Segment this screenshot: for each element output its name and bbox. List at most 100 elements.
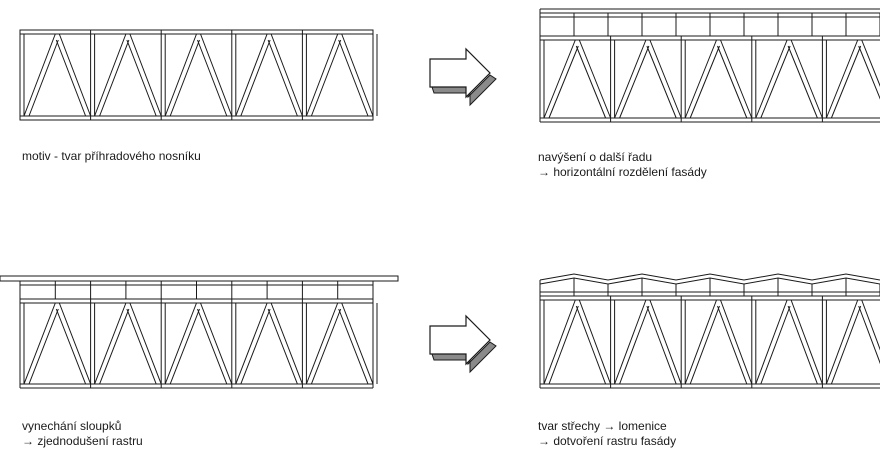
diagonal xyxy=(129,33,162,117)
diagonal-inner xyxy=(575,45,607,119)
truss-motif-drawing xyxy=(19,29,378,121)
diagonal-inner xyxy=(575,305,607,385)
diagonal-inner xyxy=(760,45,791,119)
transform-arrow-1 xyxy=(429,47,497,107)
diagonal-inner xyxy=(310,308,342,385)
diagonal-inner xyxy=(760,305,791,385)
transform-arrow-2 xyxy=(429,314,497,374)
diagonal xyxy=(341,302,374,385)
diagonal xyxy=(543,39,576,119)
diagonal xyxy=(543,299,576,385)
diagonal xyxy=(270,302,303,385)
diagonal xyxy=(23,302,56,385)
diagonal xyxy=(341,33,374,117)
diagonal-inner xyxy=(338,39,369,117)
diagonal-inner xyxy=(646,45,677,119)
diagonal-inner xyxy=(126,39,157,117)
arrow-icon xyxy=(429,314,491,366)
truss-gable-roof-drawing xyxy=(539,273,880,389)
diagonal-inner xyxy=(197,39,228,117)
diagonal-inner xyxy=(619,45,650,119)
roof-slab xyxy=(0,275,399,282)
diagonal-inner xyxy=(197,308,228,385)
diagonal xyxy=(861,299,880,351)
diagonal xyxy=(720,39,753,119)
diagonal-inner xyxy=(267,39,298,117)
diagonal-inner xyxy=(689,305,720,385)
diagonal-inner xyxy=(240,308,271,385)
diagonal xyxy=(94,33,127,117)
gable-roof-line xyxy=(539,273,880,281)
diagonal-inner xyxy=(28,308,59,385)
diagonal xyxy=(755,39,788,119)
diagonal-inner xyxy=(126,308,157,385)
diagonal-inner xyxy=(169,308,200,385)
diagonal xyxy=(578,39,612,119)
diagonal-inner xyxy=(55,39,87,117)
diagonal-inner xyxy=(548,45,579,119)
caption-line: → horizontální rozdělení fasády xyxy=(538,165,707,179)
diagonal-inner xyxy=(169,39,200,117)
frame-outer xyxy=(19,29,374,121)
diagonal-inner xyxy=(28,39,59,117)
diagonal-inner xyxy=(689,45,720,119)
diagonal-inner xyxy=(717,45,748,119)
diagonal xyxy=(861,39,880,87)
diagonal-inner xyxy=(267,308,298,385)
diagonal xyxy=(200,33,233,117)
diagonal xyxy=(164,33,197,117)
diagonal xyxy=(614,299,647,385)
diagonal xyxy=(94,302,127,385)
diagonal xyxy=(649,39,682,119)
diagonal-inner xyxy=(717,305,748,385)
diagonal-inner xyxy=(858,45,880,100)
diagonal-inner xyxy=(338,308,369,385)
caption-gable-roof: tvar střechy → lomenice → dotvoření rast… xyxy=(538,419,676,449)
diagonal-inner xyxy=(99,308,130,385)
diagonal xyxy=(578,299,612,385)
caption-line: motiv - tvar příhradového nosníku xyxy=(22,149,201,163)
caption-simplified-grid: vynechání sloupků → zjednodušení rastru xyxy=(22,419,143,449)
truss-simplified-drawing xyxy=(0,275,399,389)
diagonal xyxy=(825,299,859,385)
diagonal xyxy=(58,302,92,385)
diagonal xyxy=(164,302,197,385)
caption-line: navýšení o další řadu xyxy=(538,150,653,164)
diagonal xyxy=(790,39,823,119)
diagonal xyxy=(200,302,233,385)
diagonal-inner xyxy=(619,305,650,385)
caption-truss-motif: motiv - tvar příhradového nosníku xyxy=(22,149,201,164)
diagonal xyxy=(614,39,647,119)
diagonal-inner xyxy=(240,39,271,117)
diagonal xyxy=(720,299,753,385)
diagonal-inner xyxy=(787,45,818,119)
diagonal xyxy=(684,299,717,385)
diagonal-inner xyxy=(787,305,818,385)
diagonal-inner xyxy=(830,45,862,119)
diagonal-inner xyxy=(548,305,579,385)
arrow-icon xyxy=(429,47,491,99)
diagonal xyxy=(790,299,823,385)
diagonal-inner xyxy=(55,308,87,385)
caption-line: vynechání sloupků xyxy=(22,419,122,433)
caption-extra-row: navýšení o další řadu → horizontální roz… xyxy=(538,150,707,180)
diagonal-inner xyxy=(830,305,862,385)
diagonal xyxy=(129,302,162,385)
diagonal-inner xyxy=(99,39,130,117)
diagonal xyxy=(23,33,56,117)
diagonal xyxy=(305,302,339,385)
diagonal xyxy=(305,33,339,117)
truss-extra-row-drawing xyxy=(539,8,880,123)
caption-line: → dotvoření rastru fasády xyxy=(538,434,677,448)
caption-line: tvar střechy → lomenice xyxy=(538,419,667,433)
diagonal xyxy=(684,39,717,119)
diagonal xyxy=(825,39,859,119)
caption-line: → zjednodušení rastru xyxy=(22,434,143,448)
diagonal xyxy=(235,33,268,117)
diagonal xyxy=(235,302,268,385)
diagonal xyxy=(649,299,682,385)
diagonal xyxy=(58,33,92,117)
diagonal-inner xyxy=(646,305,677,385)
diagonal-inner xyxy=(858,305,880,365)
